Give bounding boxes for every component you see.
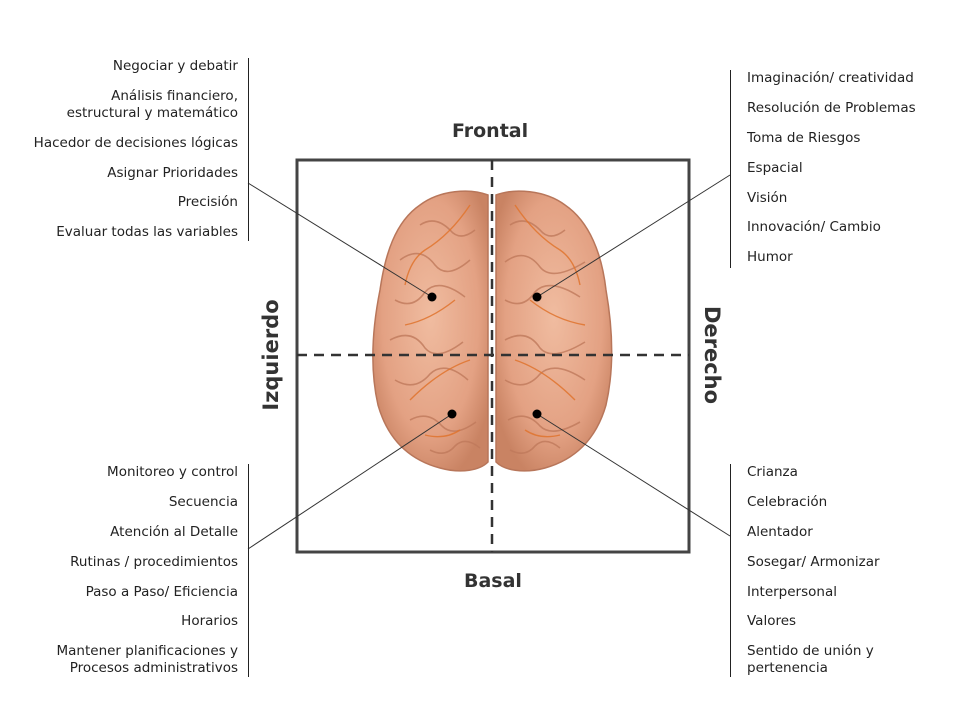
list-item: Imaginación/ creatividad — [747, 70, 914, 86]
list-item: Mantener planificaciones y Procesos admi… — [56, 643, 239, 677]
list-item: Interpersonal — [747, 583, 837, 600]
list-item: Resolución de Problemas — [747, 99, 916, 116]
list-top-right: Imaginación/ creatividad Resolución de P… — [730, 70, 960, 269]
dot-top-right — [532, 292, 542, 302]
connector-top-left — [247, 182, 433, 298]
list-item: Valores — [747, 613, 797, 630]
list-item: Paso a Paso/ Eficiencia — [85, 583, 238, 600]
right-hemisphere — [495, 190, 613, 472]
label-right: Derecho — [700, 306, 724, 404]
label-left: Izquierdo — [259, 299, 283, 410]
label-top: Frontal — [452, 120, 529, 142]
dot-bottom-right — [532, 409, 542, 419]
label-bottom: Basal — [464, 570, 522, 592]
list-item: Negociar y debatir — [112, 58, 238, 74]
list-item: Espacial — [747, 159, 803, 176]
left-hemisphere — [372, 190, 489, 472]
list-item: Análisis financiero, estructural y matem… — [66, 87, 238, 121]
brain-illustration — [372, 190, 613, 472]
list-item: Evaluar todas las variables — [56, 224, 238, 241]
list-item: Celebración — [747, 493, 828, 510]
connector-bottom-right — [536, 413, 731, 537]
list-bottom-right: Crianza Celebración Alentador Sosegar/ A… — [730, 464, 960, 677]
list-item: Crianza — [747, 464, 798, 480]
list-item: Secuencia — [168, 493, 238, 510]
list-item: Alentador — [747, 523, 813, 540]
list-item: Atención al Detalle — [110, 523, 238, 540]
list-item: Visión — [747, 189, 788, 206]
list-bottom-left: Monitoreo y control Secuencia Atención a… — [0, 464, 249, 677]
list-item: Horarios — [181, 613, 238, 630]
list-item: Hacedor de decisiones lógicas — [33, 134, 238, 151]
list-item: Toma de Riesgos — [747, 129, 861, 146]
dot-top-left — [427, 292, 437, 302]
list-item: Sosegar/ Armonizar — [747, 553, 880, 570]
list-item: Rutinas / procedimientos — [70, 553, 238, 570]
list-item: Humor — [747, 249, 793, 266]
list-item: Innovación/ Cambio — [747, 219, 881, 236]
list-item: Asignar Prioridades — [107, 164, 238, 181]
list-item: Sentido de unión y pertenencia — [747, 643, 874, 677]
list-top-left: Negociar y debatir Análisis financiero, … — [0, 58, 249, 242]
dot-bottom-left — [447, 409, 457, 419]
connector-top-right — [536, 174, 731, 298]
list-item: Precisión — [177, 194, 238, 211]
connector-bottom-left — [247, 413, 453, 550]
list-item: Monitoreo y control — [107, 464, 238, 480]
